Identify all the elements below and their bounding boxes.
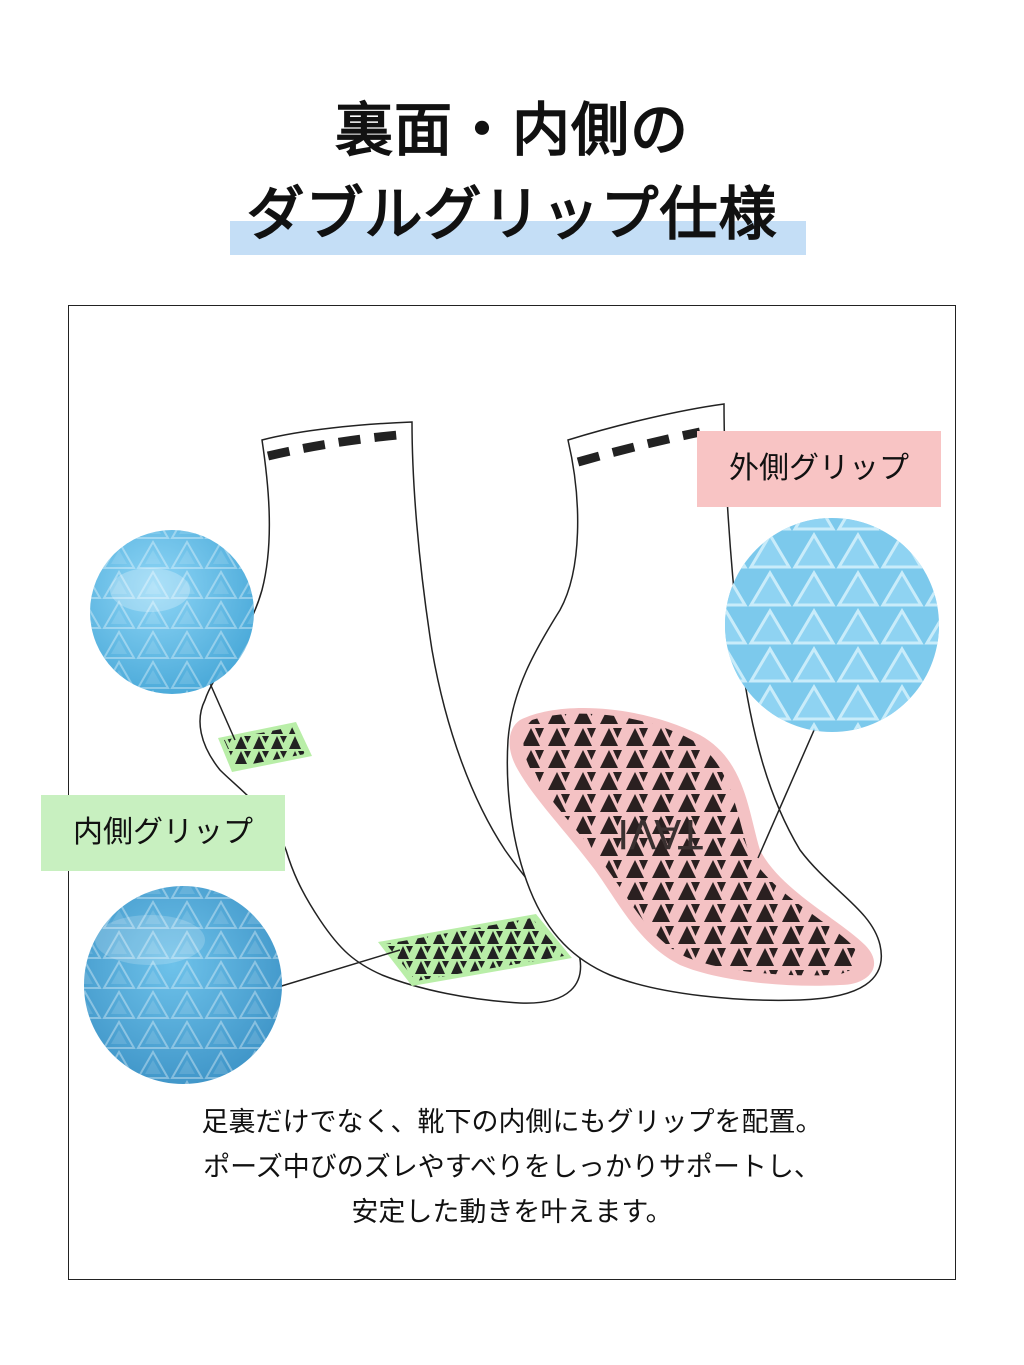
left-sock-cuff-dashes	[266, 429, 411, 461]
title-line-2: ダブルグリップ仕様	[246, 180, 778, 248]
description: 足裏だけでなく、靴下の内側にもグリップを配置。 ポーズ中びのズレやすべりをしっか…	[68, 1100, 956, 1235]
description-line-1: 足裏だけでなく、靴下の内側にもグリップを配置。	[201, 1107, 823, 1138]
inner-grip-closeup-top	[90, 530, 254, 694]
inner-grip-patch-small-pattern	[224, 727, 305, 767]
left-sock-outline	[199, 421, 582, 1004]
inner-grip-label: 内側グリップ	[41, 795, 285, 871]
page-title: 裏面・内側の ダブルグリップ仕様	[0, 88, 1024, 256]
leader-line-inner-bottom	[274, 949, 401, 989]
outer-sole-grip-pattern	[523, 713, 858, 976]
outer-grip-closeup	[725, 518, 939, 732]
right-sock-cuff-dashes	[576, 427, 701, 467]
sole-print-text: TAVI	[617, 810, 703, 856]
description-line-2: ポーズ中びのズレやすべりをしっかりサポートし、	[203, 1152, 821, 1183]
title-highlight-bar	[230, 221, 806, 255]
description-line-3: 安定した動きを叶えます。	[351, 1197, 673, 1228]
outer-grip-label: 外側グリップ	[697, 431, 941, 507]
inner-grip-closeup-bottom	[84, 886, 282, 1084]
title-line-1: 裏面・内側の	[334, 96, 689, 164]
inner-grip-patch-large-pattern	[386, 918, 564, 981]
leader-line-outer	[757, 711, 823, 859]
